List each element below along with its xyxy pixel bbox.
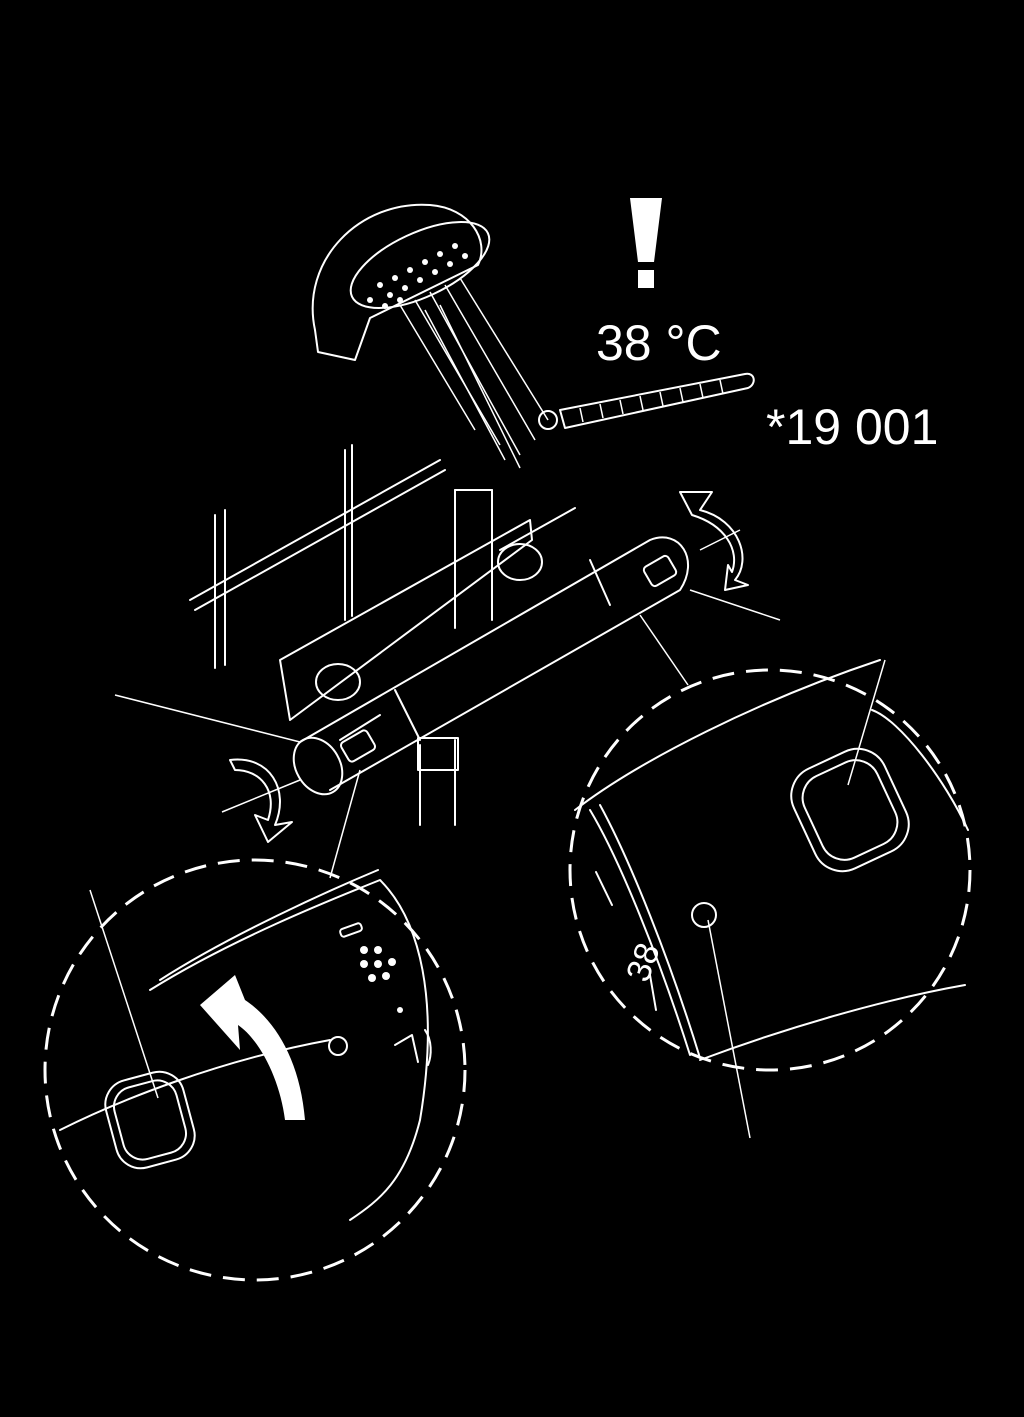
leader-lines — [89, 529, 886, 1139]
spray-icon — [399, 277, 549, 469]
wall-plate — [279, 519, 533, 721]
detail-circle-right: 38 — [568, 659, 972, 1072]
part-number-label: *19 001 — [766, 399, 938, 455]
warning-icon — [630, 198, 662, 288]
thermostat-body — [292, 536, 690, 796]
dial-temperature-marking: 38 — [619, 938, 668, 987]
detail-circle-left — [43, 858, 467, 1282]
temperature-label: 38 °C — [596, 315, 722, 371]
riser-pipe — [454, 489, 493, 629]
wall-tiles — [189, 444, 576, 669]
thermometer-icon — [538, 372, 755, 430]
shower-head-icon — [311, 203, 491, 361]
rotate-arrow-icon — [229, 491, 749, 843]
hose-connector — [417, 737, 459, 826]
